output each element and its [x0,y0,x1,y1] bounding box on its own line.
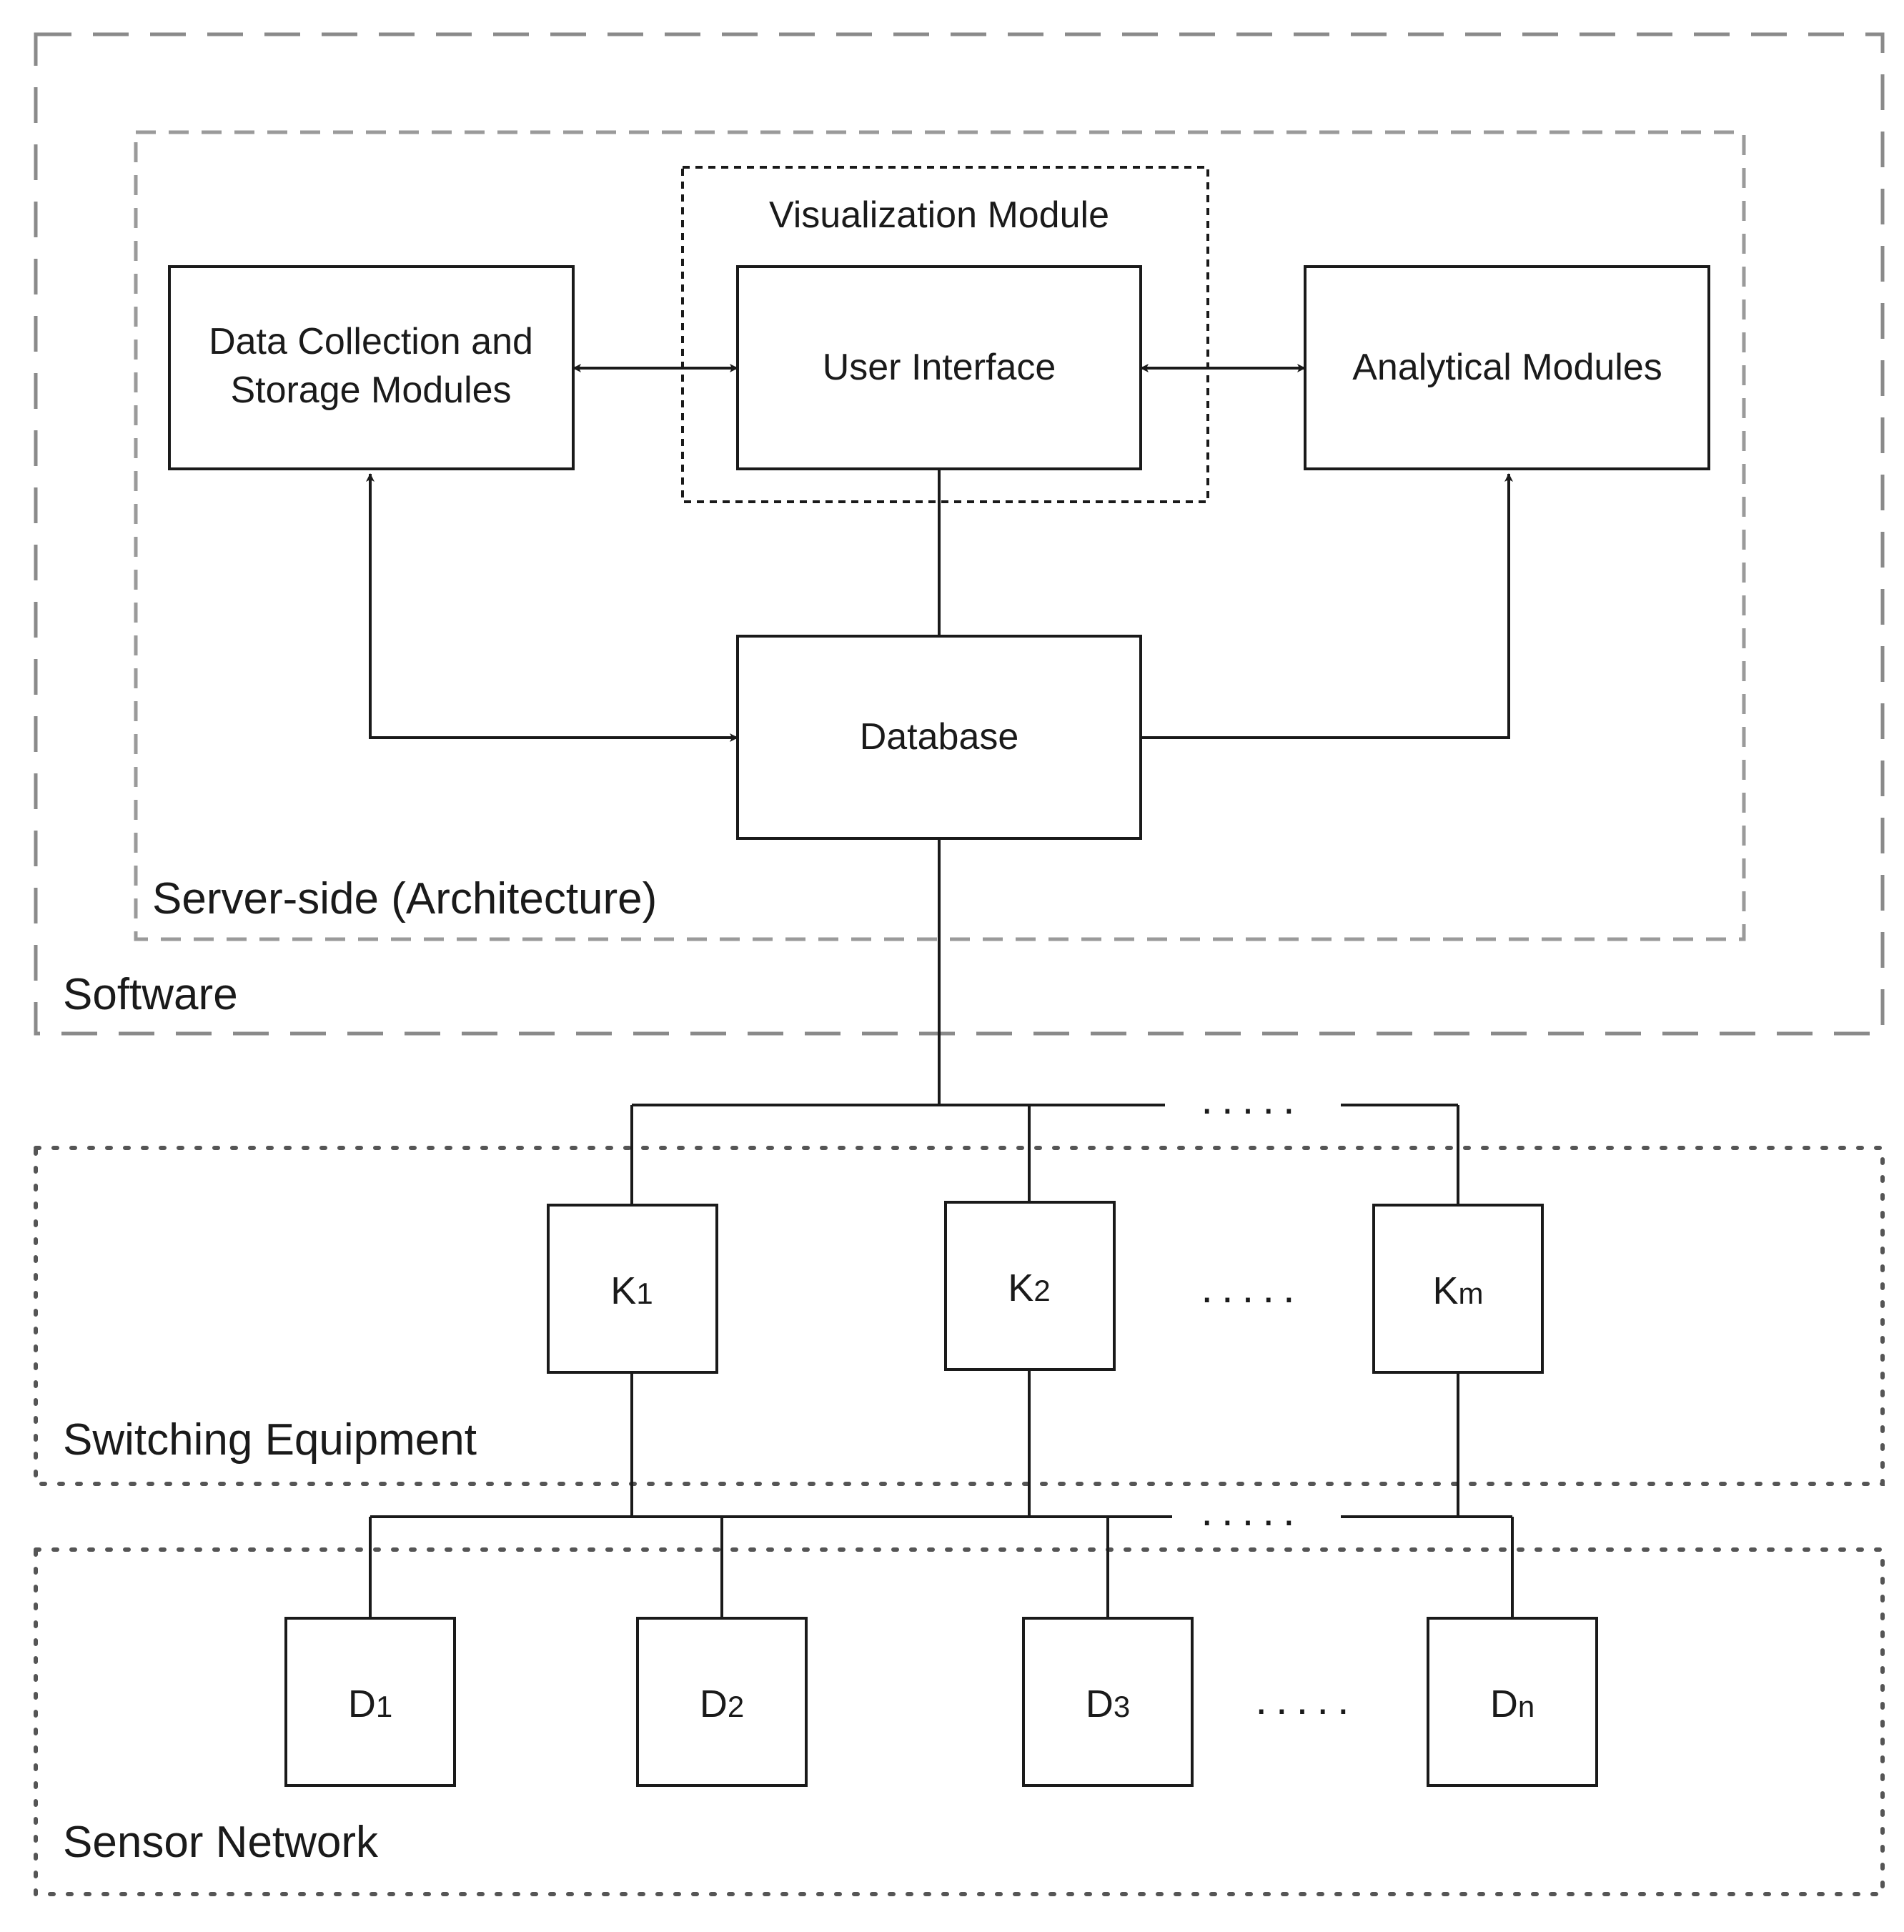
visualization-module-label: Visualization Module [769,194,1109,236]
database-box [736,635,1142,840]
sensor-dn-label: Dn [1490,1683,1534,1725]
analytical-modules-box [1304,265,1710,470]
data-collection-label-line1: Data Collection and [209,321,533,362]
sensor-d3-box [1022,1617,1194,1787]
ellipsis-sensors: ..... [1255,1675,1357,1723]
switch-km-box [1372,1204,1544,1374]
ellipsis-upper-bus: ..... [1201,1075,1303,1123]
sensor-d1-box [284,1617,456,1787]
analytical-modules-label: Analytical Modules [1352,347,1662,388]
visualization-module-group [681,166,1209,503]
switch-k1-box [547,1204,718,1374]
server-side-group [134,130,1746,941]
ellipsis-lower-bus: ..... [1201,1487,1303,1535]
sensor-network-label: Sensor Network [63,1818,379,1867]
ellipsis-switches: ..... [1201,1264,1303,1312]
database-label: Database [860,716,1019,758]
switch-k2-label: K2 [1008,1267,1050,1309]
data-collection-box [168,265,575,470]
arrow-datacollection-database [366,473,738,742]
arrow-analytical-database [1141,473,1513,739]
sensor-d1-label: D1 [348,1683,392,1725]
switch-k1-label: K1 [610,1269,653,1312]
switching-equipment-label: Switching Equipment [63,1415,477,1465]
sensor-d3-label: D3 [1086,1683,1130,1725]
user-interface-box [736,265,1142,470]
server-side-label: Server-side (Architecture) [152,874,657,923]
sensor-dn-box [1427,1617,1598,1787]
software-group [34,32,1885,1036]
sensor-network-group [34,1547,1885,1896]
switch-km-label: Km [1432,1269,1483,1312]
user-interface-label: User Interface [823,347,1056,388]
sensor-d2-label: D2 [700,1683,744,1725]
sensor-d2-box [636,1617,808,1787]
switch-k2-box [944,1201,1116,1371]
switching-equipment-group [34,1146,1885,1486]
data-collection-label-line2: Storage Modules [230,370,511,411]
software-label: Software [63,970,238,1019]
connectors [366,364,1514,1618]
